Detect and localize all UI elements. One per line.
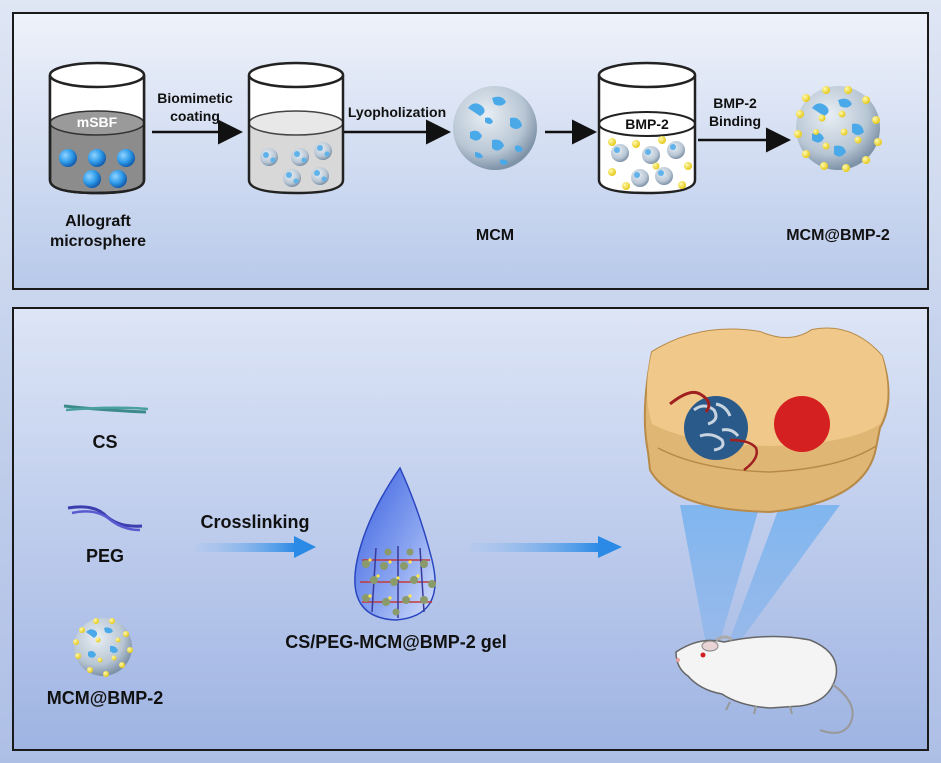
blue-sphere xyxy=(109,170,127,188)
gel-droplet xyxy=(354,466,436,621)
mcm-particle xyxy=(260,148,278,166)
msbf-label: mSBF xyxy=(76,114,118,130)
bone-defect-site xyxy=(774,396,830,452)
mcm-sphere xyxy=(453,86,537,170)
beaker-coated xyxy=(247,61,345,195)
mcm-particle xyxy=(314,142,332,160)
magnification-beam xyxy=(724,505,840,655)
mcm-bmp2-small-sphere xyxy=(73,618,133,677)
gel-label: CS/PEG-MCM@BMP-2 gel xyxy=(285,632,507,652)
blue-sphere xyxy=(59,149,77,167)
mcm-particle xyxy=(291,148,309,166)
bone-disc xyxy=(643,327,890,514)
mcm-particle xyxy=(283,169,301,187)
cs-label: CS xyxy=(92,432,118,452)
blue-sphere xyxy=(117,149,135,167)
magnification-beam xyxy=(680,505,760,655)
mcm-bmp2-label-bottom: MCM@BMP-2 xyxy=(46,688,164,708)
beaker-msbf xyxy=(48,61,146,195)
mcm-bmp2-label-top: MCM@BMP-2 xyxy=(786,227,890,244)
beaker-bmp2 xyxy=(597,61,697,195)
blue-sphere xyxy=(83,170,101,188)
biomimetic-label-line2: coating xyxy=(170,108,220,124)
lyopholization-label: Lyopholization xyxy=(347,104,447,120)
peg-strand xyxy=(67,505,143,532)
peg-label: PEG xyxy=(85,546,124,566)
rat xyxy=(675,635,854,734)
bmp2-binding-label-line1: BMP-2 xyxy=(713,95,757,111)
allograft-label-line1: Allograft xyxy=(65,213,131,230)
crosslinking-arrow xyxy=(196,536,316,558)
mcm-bmp2-sphere xyxy=(794,86,882,172)
mcm-label: MCM xyxy=(475,227,515,244)
bmp2-beaker-label: BMP-2 xyxy=(625,116,669,132)
bmp2-binding-label-line2: Binding xyxy=(708,113,762,129)
blue-sphere xyxy=(88,149,106,167)
mcm-particle xyxy=(311,167,329,185)
biomimetic-label-line1: Biomimetic xyxy=(157,90,233,106)
arrow-to-implant xyxy=(470,536,622,558)
implanted-gel xyxy=(684,396,748,460)
allograft-label-line2: microsphere xyxy=(49,233,147,250)
crosslinking-label: Crosslinking xyxy=(200,512,310,532)
cs-strand xyxy=(63,404,149,414)
